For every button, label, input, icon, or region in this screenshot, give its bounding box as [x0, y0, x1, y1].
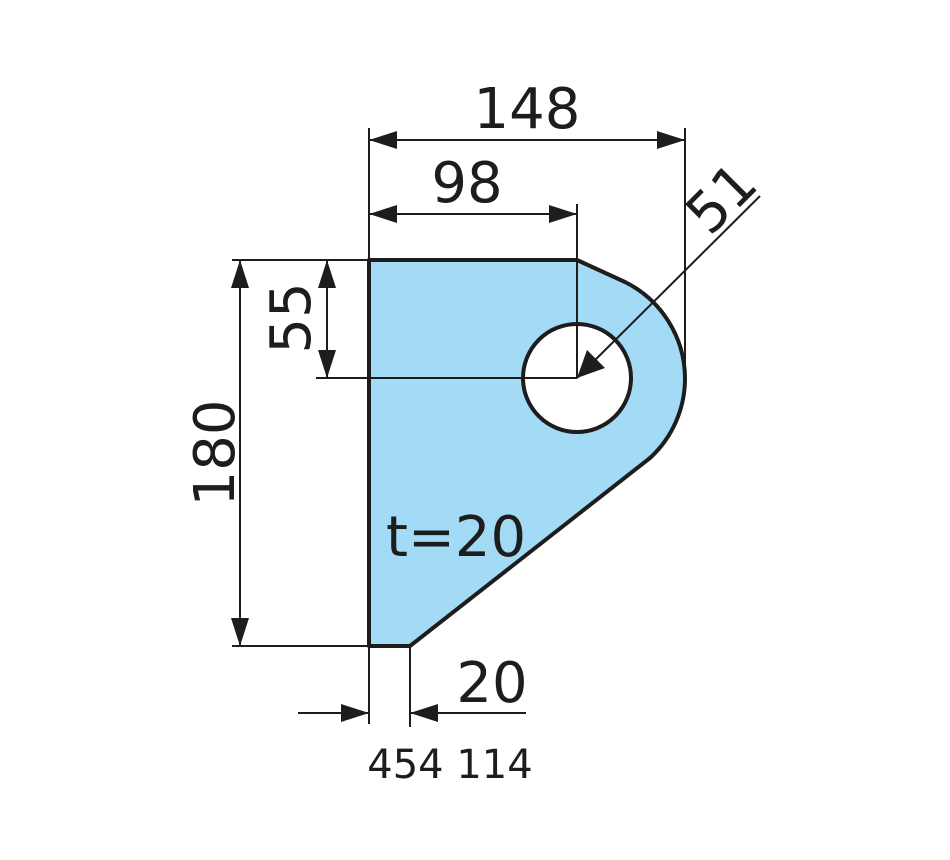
arrow-head — [657, 131, 685, 149]
dimension-label-55: 55 — [259, 282, 324, 353]
part-number: 454 114 — [367, 742, 532, 788]
arrow-head — [318, 260, 336, 288]
arrow-head — [231, 618, 249, 646]
dimension-98: 98 — [369, 151, 578, 378]
dimension-label-20: 20 — [456, 651, 527, 716]
dimension-55: 55 — [232, 259, 577, 379]
arrow-head — [369, 131, 397, 149]
arrow-head — [369, 205, 397, 223]
dimension-label-180: 180 — [183, 400, 248, 507]
thickness-label: t=20 — [386, 505, 526, 570]
dimension-label-148: 148 — [474, 77, 581, 142]
arrow-head — [577, 350, 605, 378]
dimension-20: 20 — [298, 646, 528, 727]
dimension-180: 180 — [183, 260, 410, 647]
dimension-148: 148 — [368, 77, 686, 378]
arrow-head — [231, 260, 249, 288]
dimension-label-51: 51 — [674, 151, 770, 247]
arrow-head — [549, 205, 577, 223]
arrow-head — [341, 704, 369, 722]
dimension-label-98: 98 — [431, 151, 502, 216]
arrow-head — [410, 704, 438, 722]
arrow-head — [318, 350, 336, 378]
